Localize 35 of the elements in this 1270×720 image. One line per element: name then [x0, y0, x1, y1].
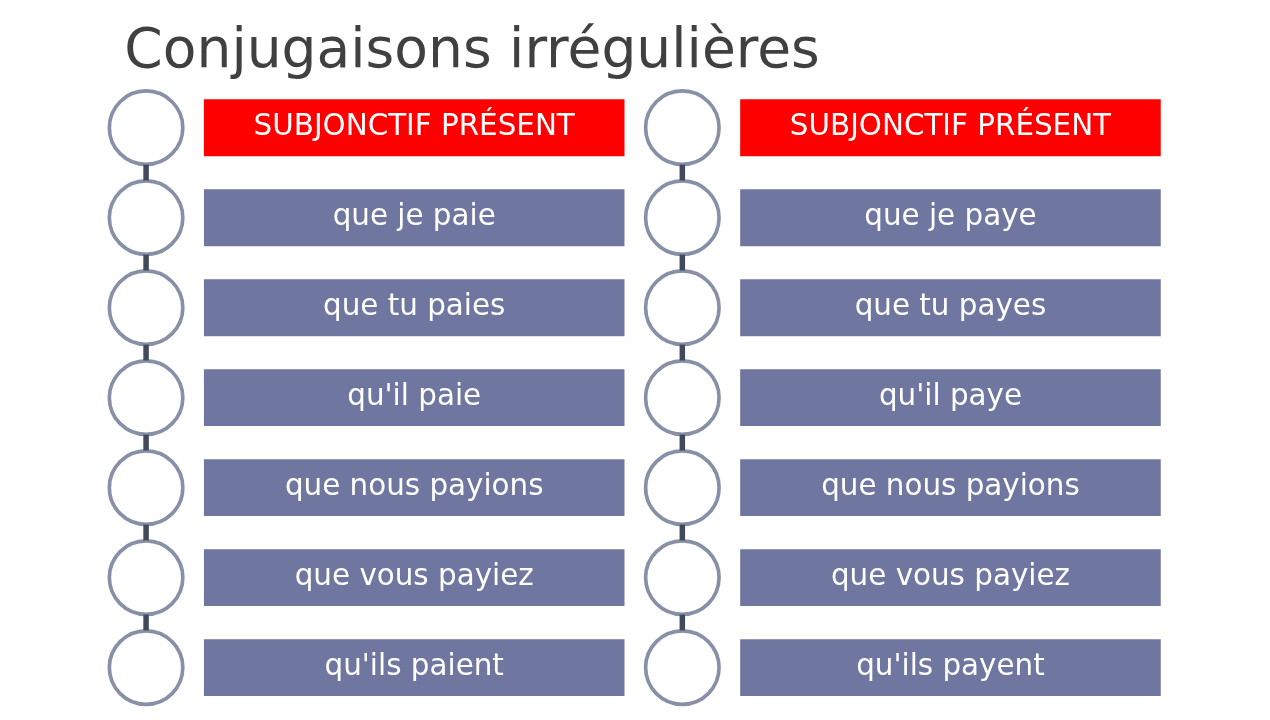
node-circle	[107, 179, 185, 257]
connector	[142, 434, 149, 451]
node-box: qu'ils paient	[201, 637, 626, 698]
connector	[142, 524, 149, 541]
node-box: que je paye	[737, 187, 1163, 248]
node-circle	[107, 629, 185, 707]
node-circle	[107, 539, 185, 617]
node-circle	[643, 449, 721, 527]
node-circle	[107, 449, 185, 527]
node-box: qu'il paie	[201, 367, 626, 428]
node-box: que je paie	[201, 187, 626, 248]
node-circle	[643, 89, 721, 167]
node-circle	[643, 269, 721, 347]
node-circle	[107, 269, 185, 347]
node-box: que nous payions	[737, 457, 1163, 518]
node-box: que vous payiez	[737, 547, 1163, 608]
node-box: que tu payes	[737, 277, 1163, 338]
connector	[142, 344, 149, 361]
node-box: que vous payiez	[201, 547, 626, 608]
node-box: qu'il paye	[737, 367, 1163, 428]
connector	[142, 164, 149, 181]
node-box: que tu paies	[201, 277, 626, 338]
node-circle	[643, 539, 721, 617]
node-circle	[643, 179, 721, 257]
node-box: SUBJONCTIF PRÉSENT	[737, 97, 1163, 158]
connector	[142, 614, 149, 631]
node-circle	[643, 629, 721, 707]
node-circle	[643, 359, 721, 437]
node-box: que nous payions	[201, 457, 626, 518]
node-box: SUBJONCTIF PRÉSENT	[201, 97, 626, 158]
diagram-title: Conjugaisons irrégulières	[123, 16, 820, 81]
node-box: qu'ils payent	[737, 637, 1163, 698]
node-circle	[107, 89, 185, 167]
node-circle	[107, 359, 185, 437]
connector	[142, 254, 149, 271]
